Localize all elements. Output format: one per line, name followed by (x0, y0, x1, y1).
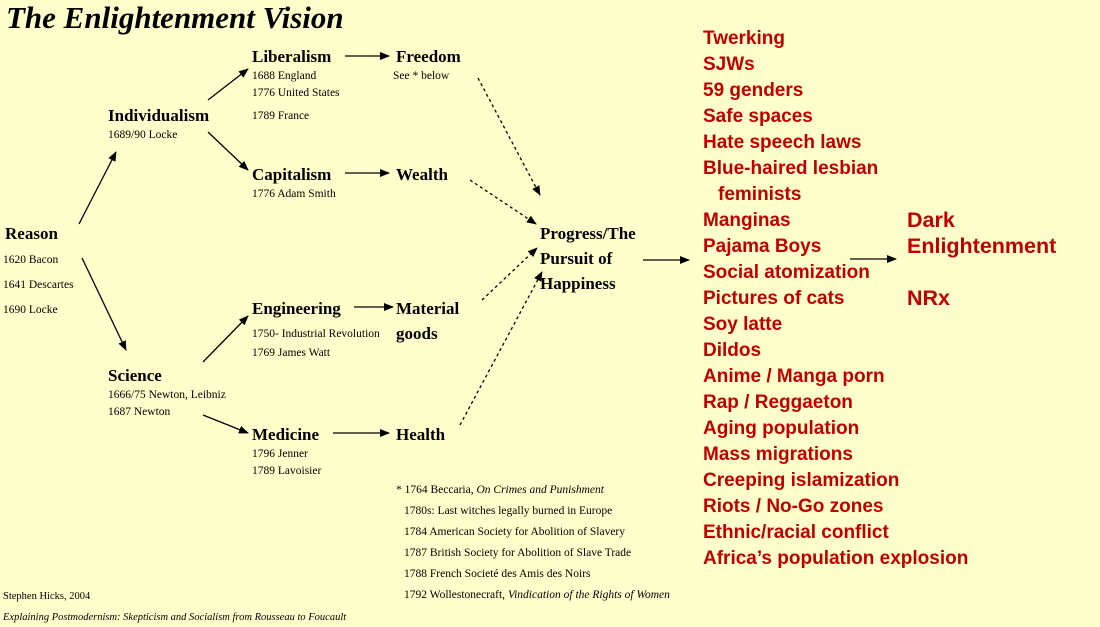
author-credit: Stephen Hicks, 2004 (3, 591, 91, 602)
dashed-arrow-wealth-progress (469, 179, 537, 225)
node-individualism: Individualism (108, 106, 210, 125)
footnote-1-title: On Crimes and Punishment (476, 484, 604, 496)
node-engineering: Engineering (252, 299, 341, 318)
outcome-item: Twerking (703, 28, 785, 49)
page-title: The Enlightenment Vision (6, 0, 344, 35)
node-liberalism: Liberalism (252, 47, 332, 66)
arrow-science-engineering (202, 315, 249, 363)
outcome-item: Pictures of cats (703, 288, 845, 309)
liberalism-sub-2: 1776 United States (252, 87, 340, 99)
outcome-item: Hate speech laws (703, 132, 862, 153)
outcome-item: Safe spaces (703, 106, 813, 127)
footnote-4: 1787 British Society for Abolition of Sl… (404, 547, 632, 559)
reason-sub-3: 1690 Locke (3, 304, 58, 316)
outcome-item: Rap / Reggaeton (703, 392, 853, 413)
liberalism-sub-1: 1688 England (252, 70, 317, 82)
engineering-sub-2: 1769 James Watt (252, 347, 331, 359)
node-reason: Reason (5, 224, 58, 243)
outcome-item: Mass migrations (703, 444, 853, 465)
outcome-item: Blue-haired lesbian (703, 158, 879, 179)
dark-enlightenment-line-1: Dark (907, 208, 955, 232)
outcome-list: Twerking SJWs 59 genders Safe spaces Hat… (703, 26, 968, 572)
book-reference: Explaining Postmodernism: Skepticism and… (3, 612, 347, 623)
arrow-individualism-capitalism (207, 131, 249, 171)
outcome-item: Social atomization (703, 262, 870, 283)
medicine-sub-1: 1796 Jenner (252, 448, 308, 460)
node-material-2: goods (396, 324, 438, 343)
outcome-item: Soy latte (703, 314, 783, 335)
outcome-item: SJWs (703, 54, 755, 75)
outcome-item: Riots / No-Go zones (703, 496, 884, 517)
footnote-6: 1792 Wollestonecraft, Vindication of the… (404, 589, 670, 601)
arrow-reason-individualism (78, 151, 117, 225)
science-sub-2: 1687 Newton (108, 406, 171, 418)
science-sub-1: 1666/75 Newton, Leibniz (108, 389, 226, 401)
node-freedom: Freedom (396, 47, 461, 66)
node-material-1: Material (396, 299, 460, 318)
node-science: Science (108, 366, 162, 385)
footnote-2: 1780s: Last witches legally burned in Eu… (404, 505, 613, 517)
outcome-item: Ethnic/racial conflict (703, 522, 889, 543)
outcome-item: Manginas (703, 210, 791, 231)
footnote-1: * 1764 Beccaria, On Crimes and Punishmen… (396, 484, 604, 496)
outcome-item: Africa’s population explosion (703, 548, 969, 569)
footnote-6-prefix: 1792 Wollestonecraft, (404, 589, 508, 601)
progress-line-1: Progress/The (540, 224, 636, 243)
node-wealth: Wealth (396, 165, 448, 184)
capitalism-sub-1: 1776 Adam Smith (252, 188, 336, 200)
outcome-item: Aging population (703, 418, 860, 439)
dashed-arrow-health-progress (459, 271, 543, 426)
outcome-item: Anime / Manga porn (703, 366, 885, 387)
outcome-item: Dildos (703, 340, 762, 361)
outcome-item: Pajama Boys (703, 236, 822, 257)
arrow-individualism-liberalism (207, 68, 249, 101)
footnote-6-title: Vindication of the Rights of Women (507, 589, 670, 601)
individualism-sub-1: 1689/90 Locke (108, 129, 178, 141)
nrx-label: NRx (907, 286, 951, 310)
outcome-item: feminists (718, 184, 802, 205)
freedom-sub: See * below (393, 70, 450, 82)
node-health: Health (396, 425, 446, 444)
reason-sub-1: 1620 Bacon (3, 254, 59, 266)
footnote-5: 1788 French Societé des Amis des Noirs (404, 568, 591, 580)
dark-enlightenment-line-2: Enlightenment (907, 234, 1057, 258)
arrow-science-medicine (202, 414, 249, 434)
outcome-item: Creeping islamization (703, 470, 900, 491)
progress-line-2: Pursuit of (540, 249, 613, 268)
node-medicine: Medicine (252, 425, 320, 444)
progress-line-3: Happiness (540, 274, 616, 293)
outcome-item: 59 genders (703, 80, 804, 101)
dashed-arrow-freedom-progress (477, 77, 541, 196)
dashed-arrow-material-progress (481, 247, 538, 301)
footnote-3: 1784 American Society for Abolition of S… (404, 526, 626, 538)
engineering-sub-1: 1750- Industrial Revolution (252, 328, 380, 340)
reason-sub-2: 1641 Descartes (3, 279, 74, 291)
footnote-1-prefix: * 1764 Beccaria, (396, 484, 477, 496)
medicine-sub-2: 1789 Lavoisier (252, 465, 322, 477)
arrow-reason-science (81, 257, 127, 351)
liberalism-sub-3: 1789 France (252, 110, 310, 122)
node-capitalism: Capitalism (252, 165, 332, 184)
